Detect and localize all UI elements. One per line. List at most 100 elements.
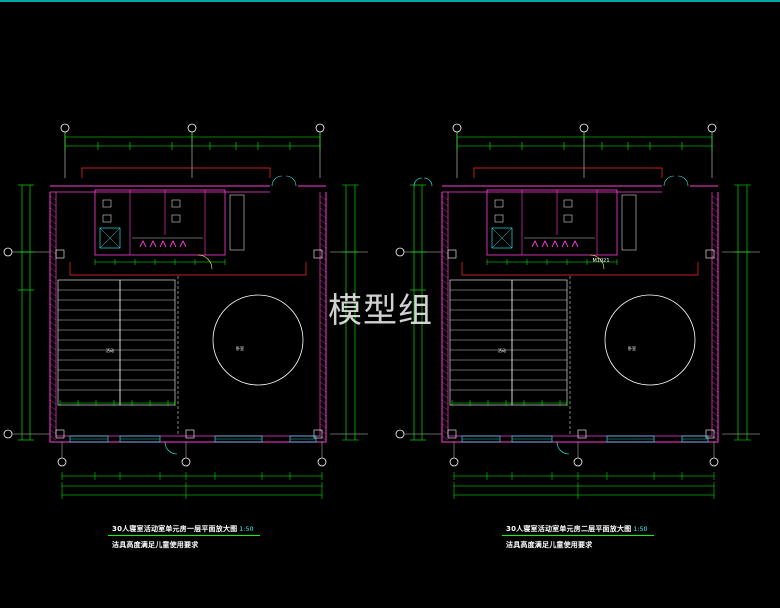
wall-hatch [49, 309, 57, 315]
wall-hatch [49, 375, 57, 381]
wall-hatch [49, 279, 57, 285]
grid-bubble-top [579, 123, 589, 133]
wall-hatch [319, 207, 327, 213]
wall-hatch [711, 213, 719, 219]
wall-hatch [711, 339, 719, 345]
wall-hatch [319, 213, 327, 219]
wall-hatch [441, 315, 449, 321]
column [313, 429, 323, 439]
wall-hatch [319, 363, 327, 369]
grid-bubble-a-left [395, 429, 405, 439]
wall-hatch [441, 327, 449, 333]
cabinet [621, 194, 637, 251]
toilet-fixture [102, 199, 112, 208]
wall-hatch [441, 363, 449, 369]
wall-hatch [441, 279, 449, 285]
wall-hatch [441, 291, 449, 297]
wall-hatch [49, 423, 57, 429]
wall-hatch [711, 255, 719, 261]
wall-hatch [319, 435, 327, 441]
wall-hatch [49, 201, 57, 207]
wall-hatch [319, 417, 327, 423]
wall-hatch [319, 273, 327, 279]
wall-hatch [49, 321, 57, 327]
wall-hatch [441, 339, 449, 345]
wall-hatch [441, 423, 449, 429]
storage-block [119, 279, 176, 406]
grid-bubble-top [187, 123, 197, 133]
wall-hatch [711, 201, 719, 207]
toilet-fixture [102, 214, 112, 223]
column [185, 429, 195, 439]
wall-hatch [441, 219, 449, 225]
wall-hatch [49, 405, 57, 411]
grid-bubble-bottom [57, 457, 67, 467]
child-seat-icon [571, 239, 579, 248]
wall-hatch [711, 351, 719, 357]
wall-hatch [441, 393, 449, 399]
wall-hatch [441, 255, 449, 261]
grid-bubble-bottom [573, 457, 583, 467]
wall-hatch [319, 423, 327, 429]
wall-hatch [711, 399, 719, 405]
wall-hatch [319, 357, 327, 363]
wall-hatch [441, 321, 449, 327]
wall-hatch [441, 285, 449, 291]
wall-hatch [441, 207, 449, 213]
toilet-fixture [563, 199, 573, 208]
wall-hatch [711, 291, 719, 297]
toilet-fixture [494, 199, 504, 208]
wall-hatch [49, 327, 57, 333]
column [447, 249, 457, 259]
wall-hatch [441, 303, 449, 309]
grid-bubble-bottom [449, 457, 459, 467]
top-door-swing [271, 175, 297, 187]
wall-hatch [711, 435, 719, 441]
column [55, 249, 65, 259]
wall-hatch [319, 309, 327, 315]
shower-diag [99, 227, 121, 249]
wall-hatch [319, 327, 327, 333]
wall-hatch [49, 213, 57, 219]
wall-hatch [319, 303, 327, 309]
wall-hatch [319, 225, 327, 231]
wall-hatch [319, 333, 327, 339]
wall-hatch [441, 333, 449, 339]
room-label-activity: 活动 [106, 347, 114, 353]
wall-hatch [711, 369, 719, 375]
wall-hatch [441, 225, 449, 231]
wall-hatch [319, 201, 327, 207]
wall-hatch [319, 249, 327, 255]
floor-plan-left: 活动卧室 [3, 123, 368, 499]
wall-hatch [711, 237, 719, 243]
grid-bubble-a-left [3, 429, 13, 439]
wall-hatch [441, 417, 449, 423]
wall-hatch [441, 375, 449, 381]
wall-hatch [49, 357, 57, 363]
red-boundary-mid [461, 262, 699, 276]
wall-hatch [319, 399, 327, 405]
wall-hatch [441, 243, 449, 249]
wall-hatch [319, 195, 327, 201]
plan-note-left: 洁具高度满足儿童使用要求 [112, 541, 199, 549]
grid-bubble-bottom [709, 457, 719, 467]
wall-hatch [49, 207, 57, 213]
wall-hatch [319, 279, 327, 285]
cabinet [229, 194, 245, 251]
wall-hatch [711, 243, 719, 249]
wall-hatch [49, 291, 57, 297]
shower-tray [491, 227, 513, 249]
wall-hatch [49, 369, 57, 375]
wall-hatch [319, 387, 327, 393]
child-seat-icon [139, 239, 147, 248]
wall-hatch [441, 231, 449, 237]
wall-hatch [49, 249, 57, 255]
wall-hatch [49, 261, 57, 267]
wall-hatch [319, 315, 327, 321]
wall-hatch [711, 267, 719, 273]
wall-hatch [49, 393, 57, 399]
door-tag: M1021 [592, 258, 609, 264]
wall-hatch [441, 261, 449, 267]
wall-hatch [441, 429, 449, 435]
